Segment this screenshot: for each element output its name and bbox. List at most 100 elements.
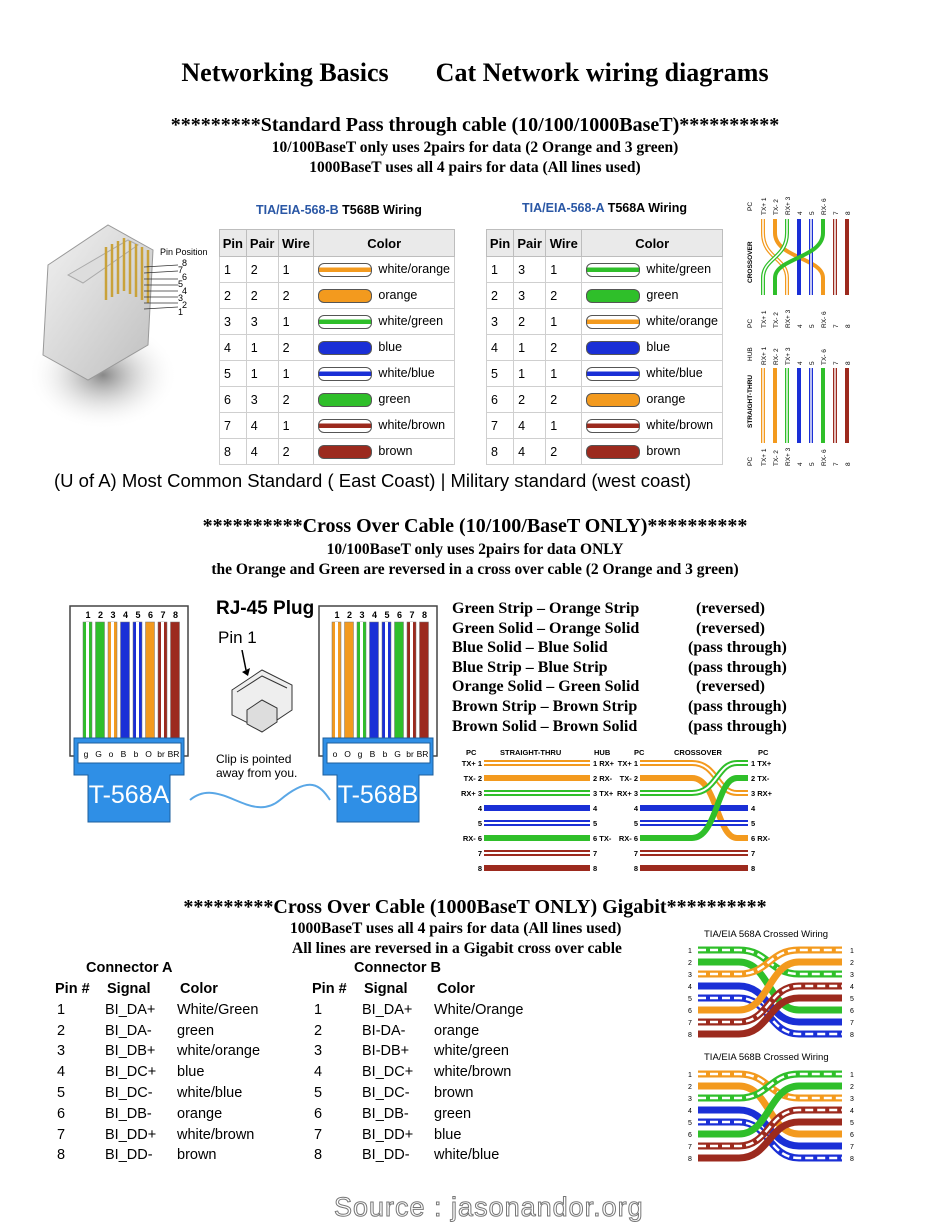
cell-wire: 1 [545, 308, 583, 335]
pin-number: 7 [57, 1126, 66, 1143]
cell-color: orange [313, 282, 455, 309]
hdiag-pc-label: PC [758, 748, 769, 757]
pin-table-column-header: Color [437, 981, 475, 997]
pair-text: Blue Solid – Blue Solid [452, 639, 608, 657]
signal-name: BI_DD+ [105, 1126, 157, 1143]
connector-code: B [370, 749, 376, 759]
vertical-top-label: RX- 6 [821, 198, 828, 215]
section3-line2: All lines are reversed in a Gigabit cros… [292, 940, 622, 957]
vertical-hub-label: 4 [797, 361, 804, 365]
connector-wire [394, 621, 404, 741]
rj45-small-plug-drawing [231, 650, 293, 733]
crossed-pin-right: 6 [850, 1132, 854, 1139]
section1-line2: 1000BaseT uses all 4 pairs for data (All… [309, 159, 641, 176]
vertical-mid-label: RX- 6 [821, 311, 828, 328]
pair-row: Green Solid – Orange Solid(reversed) [452, 620, 812, 640]
cell-wire: 1 [545, 412, 583, 439]
crossed-pin-right: 7 [850, 1020, 854, 1027]
crossed-pin-right: 1 [850, 1072, 854, 1079]
crossed-wire [698, 1082, 842, 1138]
wire-swatch-icon [318, 392, 373, 407]
crossed-pin-right: 4 [850, 1108, 854, 1115]
hdiag-pc-right-label: 3 RX+ [751, 789, 773, 798]
connector-code: b [383, 749, 388, 759]
hdiag-left-label: 5 [478, 819, 482, 828]
pin-number: 1 [314, 1001, 323, 1018]
vertical-hub-label: HUB [747, 347, 754, 361]
pair-text: Green Strip – Orange Strip [452, 600, 640, 617]
cell-color: white/blue [313, 360, 455, 387]
connector-code: O [145, 749, 152, 759]
connector-wire-stripe [111, 622, 114, 740]
connector-code: b [134, 749, 139, 759]
hdiag-hub-label: 4 [593, 804, 598, 813]
wire-color: White/Green [177, 1001, 259, 1018]
pair-status: (pass through) [688, 697, 787, 715]
pin-table-column-header: Pin # [55, 981, 90, 997]
crossed-wire [698, 1118, 842, 1162]
rj45-plug-photo [28, 224, 179, 430]
pin-number: 7 [314, 1126, 323, 1143]
cell-color: white/brown [313, 412, 455, 439]
connector-code: g [358, 749, 363, 759]
cell-pin: 8 [485, 438, 515, 465]
pair-status: (pass through) [688, 639, 787, 657]
wire-swatch-icon [318, 288, 373, 303]
color-label: white/orange [378, 262, 450, 277]
table-b-title: TIA/EIA-568-B T568B Wiring [256, 203, 422, 217]
wire-swatch-icon [586, 418, 641, 433]
signal-name: BI_DA- [105, 1022, 152, 1039]
cell-color: white/green [581, 256, 723, 283]
pin-position-number: 4 [182, 286, 188, 296]
pin-table-column-header: Pin # [312, 981, 347, 997]
pair-row: Blue Solid – Blue Solid (pass through) [452, 639, 812, 659]
wire-swatch-icon [586, 340, 641, 355]
cell-pair: 4 [245, 412, 279, 439]
section3-line1: 1000BaseT uses all 4 pairs for data (All… [290, 920, 622, 937]
crossed-wire [698, 994, 842, 1038]
connector-code: o [333, 749, 338, 759]
hdiag-left-label: RX+ 3 [617, 789, 638, 798]
hdiag-hub-label: 8 [593, 864, 597, 873]
hdiag-hub-label: 2 RX- [593, 774, 613, 783]
cell-wire: 2 [277, 334, 315, 361]
section2-heading: **********Cross Over Cable (10/100/BaseT… [202, 515, 748, 537]
cell-pin: 3 [485, 308, 515, 335]
cell-wire: 2 [277, 386, 315, 413]
cell-wire: 2 [277, 282, 315, 309]
cell-color: white/orange [313, 256, 455, 283]
connector-pin-digit: 5 [135, 610, 140, 620]
signal-name: BI_DB- [362, 1105, 409, 1122]
wire-swatch-icon [586, 314, 641, 329]
cell-pin: 5 [485, 360, 515, 387]
vertical-top-label: 8 [845, 211, 852, 215]
cell-pair: 3 [245, 308, 279, 335]
wire-swatch-icon [318, 444, 373, 459]
crossed-pin-right: 5 [850, 996, 854, 1003]
hdiag-crossover-wire [640, 775, 748, 841]
wire-color: orange [177, 1105, 223, 1122]
cell-color: white/orange [581, 308, 723, 335]
wire-swatch-icon [318, 262, 373, 277]
connector-wire [419, 621, 429, 741]
column-header: Pin [219, 229, 247, 257]
wire-swatch-icon [318, 366, 373, 381]
wire-swatch-icon [318, 418, 373, 433]
signal-name: BI_DD+ [362, 1126, 414, 1143]
hdiag-left-label: TX+ 1 [462, 759, 482, 768]
crossed-wire-stripe [698, 1108, 842, 1148]
connector-wire-stripe [86, 622, 89, 740]
vertical-bottom-label: RX- 6 [821, 449, 828, 466]
clip-note: Clip is pointed away from you. [216, 752, 298, 780]
hdiag-left-label: 4 [478, 804, 483, 813]
cell-color: brown [581, 438, 723, 465]
pin-position-number: 2 [182, 300, 188, 310]
connector-wire [145, 621, 155, 741]
pair-text: Brown Solid – Brown Solid [452, 717, 638, 735]
cell-pin: 5 [219, 360, 247, 387]
